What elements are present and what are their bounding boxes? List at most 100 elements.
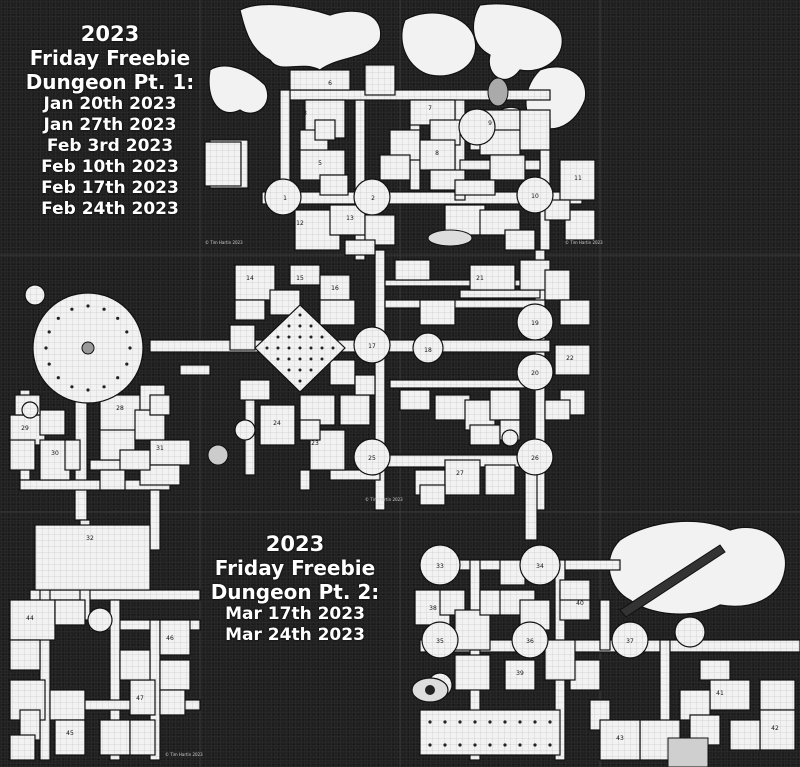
room-number-label: 19: [531, 320, 539, 327]
pillar: [443, 720, 447, 724]
pillar: [518, 720, 522, 724]
dungeon-room: [544, 269, 571, 301]
corridor: [379, 339, 551, 353]
round-chamber: [611, 621, 649, 659]
round-chamber: [516, 176, 554, 214]
round-chamber: [87, 607, 113, 633]
room-number-label: 21: [476, 275, 484, 282]
room-number-label: 37: [626, 638, 634, 645]
dungeon-room: [489, 154, 526, 181]
dungeon-room: [394, 259, 431, 281]
pillar: [488, 743, 492, 747]
dungeon-room: [709, 679, 751, 711]
dungeon-room: [9, 599, 56, 641]
dungeon-room: [289, 69, 351, 91]
round-chamber: [24, 284, 46, 306]
room-number-label: 32: [86, 535, 94, 542]
room-number-label: 24: [273, 420, 281, 427]
dungeon-room: [159, 659, 191, 691]
dungeon-room: [519, 109, 551, 151]
dungeon-room: [484, 464, 516, 496]
round-chamber: [674, 616, 706, 648]
pillar: [443, 743, 447, 747]
pillar: [276, 335, 280, 339]
dungeon-room: [489, 389, 521, 421]
room-number-label: 10: [531, 193, 539, 200]
dungeon-room: [54, 599, 86, 626]
dungeon-room: [319, 274, 351, 301]
corridor: [149, 489, 161, 551]
pillar: [298, 379, 302, 383]
pillar: [309, 324, 313, 328]
dungeon-room: [599, 719, 641, 761]
round-chamber: [516, 303, 554, 341]
corridor: [29, 589, 201, 601]
pillar: [458, 720, 462, 724]
dungeon-room: [544, 399, 571, 421]
dungeon-room: [554, 344, 591, 376]
room-number-label: 6: [328, 80, 332, 87]
boat-hull: [427, 229, 473, 247]
round-chamber: [421, 621, 459, 659]
dungeon-room: [314, 119, 336, 141]
dungeon-room: [729, 719, 761, 751]
title-block-part-2: 2023 Friday Freebie Dungeon Pt. 2: Mar 1…: [205, 532, 385, 646]
room-number-label: 35: [436, 638, 444, 645]
pillar: [116, 376, 120, 380]
corridor: [179, 364, 211, 376]
room-number-label: 41: [716, 690, 724, 697]
dungeon-room: [454, 609, 491, 651]
pillar: [503, 743, 507, 747]
round-chamber: [458, 108, 496, 146]
pillar: [116, 316, 120, 320]
release-date: Mar 24th 2023: [225, 625, 365, 645]
dungeon-room: [419, 484, 446, 506]
dungeon-room: [444, 459, 481, 496]
dungeon-room: [9, 639, 41, 671]
dungeon-room: [419, 139, 456, 171]
dungeon-room: [149, 439, 191, 466]
dungeon-room: [289, 264, 321, 286]
room-number-label: 11: [574, 175, 582, 182]
dungeon-room: [339, 394, 371, 426]
pillar: [287, 324, 291, 328]
title-line-friday-freebie: Friday Freebie: [29, 46, 191, 70]
dungeon-room: [159, 689, 186, 716]
room-number-label: 2: [371, 195, 375, 202]
round-chamber: [21, 401, 39, 419]
dungeon-room: [379, 154, 411, 181]
room-number-label: 3: [303, 110, 307, 117]
central-altar: [81, 341, 95, 355]
round-chamber: [353, 326, 391, 364]
dungeon-room: [419, 299, 456, 326]
dungeon-room: [364, 64, 396, 96]
cave-passage: [239, 3, 382, 71]
dungeon-room: [504, 229, 536, 251]
room-number-label: 7: [428, 105, 432, 112]
room-number-label: 18: [424, 347, 432, 354]
pillar: [47, 330, 51, 334]
corridor: [389, 379, 531, 389]
pillar: [298, 346, 302, 350]
dungeon-room: [54, 719, 86, 756]
dungeon-room: [239, 379, 271, 401]
dungeon-room: [9, 439, 36, 471]
dungeon-room: [454, 654, 491, 691]
pillar: [533, 720, 537, 724]
dungeon-room: [99, 469, 126, 491]
dungeon-room: [234, 299, 266, 321]
map-credit: © Tim Hartin 2023: [365, 497, 403, 502]
room-number-label: 8: [435, 150, 439, 157]
cave-passage: [472, 3, 563, 81]
room-number-label: 27: [456, 470, 464, 477]
dungeon-room: [234, 264, 276, 301]
pillar: [309, 368, 313, 372]
pillar: [298, 368, 302, 372]
pillar: [309, 346, 313, 350]
title-year: 2023: [80, 22, 140, 46]
round-chamber: [519, 544, 561, 586]
pillar: [331, 346, 335, 350]
dungeon-room: [34, 524, 151, 591]
dungeon-room: [49, 689, 86, 721]
